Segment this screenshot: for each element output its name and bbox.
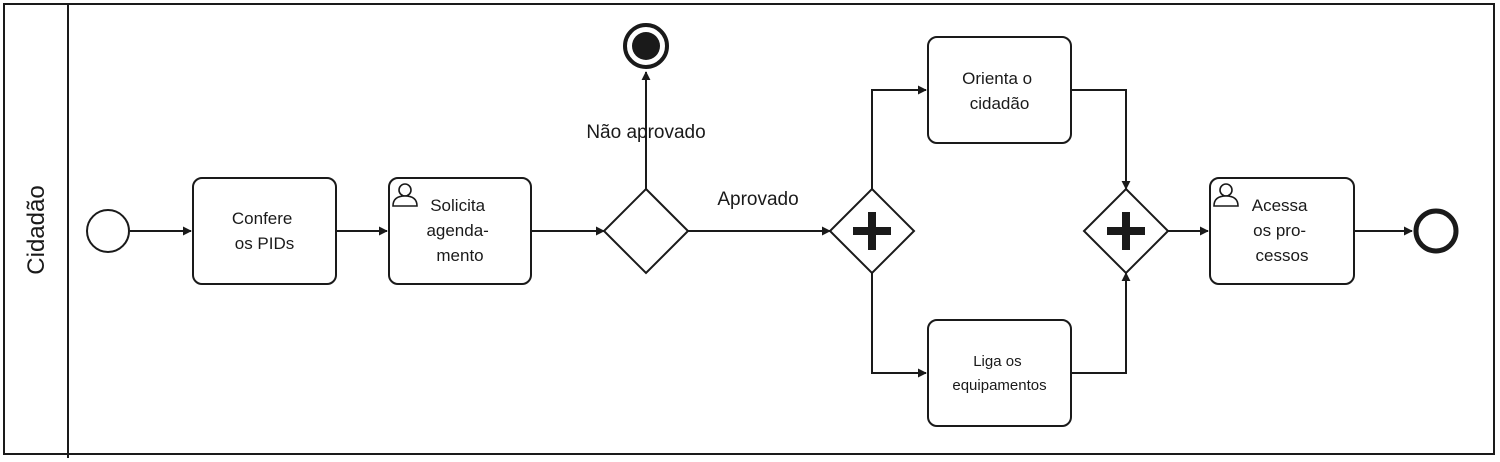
task-liga-equipamentos-label: Liga os equipamentos	[952, 353, 1046, 394]
flow-t4-to-join	[1071, 272, 1131, 374]
flow-fork-to-t4	[871, 273, 927, 378]
exclusive-gateway[interactable]	[602, 187, 690, 275]
start-event[interactable]	[86, 209, 130, 253]
lane-label: Cidadão	[23, 185, 50, 274]
user-icon	[392, 183, 418, 207]
parallel-gateway-fork[interactable]	[828, 187, 916, 275]
task-confere-pids-label: Confere os PIDs	[232, 209, 297, 253]
task-orienta-cidadao[interactable]: Orienta o cidadão	[927, 36, 1072, 144]
task-orienta-cidadao-label: Orienta o cidadão	[962, 69, 1037, 113]
flow-label-approved: Aprovado	[717, 189, 798, 210]
task-solicita-agendamento-label: Solicita agenda- mento	[426, 196, 493, 265]
user-icon	[1213, 183, 1239, 207]
end-event-rejected[interactable]	[623, 23, 669, 69]
plus-icon	[853, 212, 891, 250]
end-event[interactable]	[1413, 208, 1459, 254]
task-acessa-processos[interactable]: Acessa os pro- cessos	[1209, 177, 1355, 285]
task-confere-pids[interactable]: Confere os PIDs	[192, 177, 337, 285]
plus-icon	[1107, 212, 1145, 250]
task-liga-equipamentos[interactable]: Liga os equipamentos	[927, 319, 1072, 427]
flow-fork-to-t3	[871, 85, 927, 189]
task-acessa-processos-label: Acessa os pro- cessos	[1252, 196, 1312, 265]
parallel-gateway-join[interactable]	[1082, 187, 1170, 275]
flow-label-rejected: Não aprovado	[586, 122, 705, 143]
task-solicita-agendamento[interactable]: Solicita agenda- mento	[388, 177, 532, 285]
sequence-flows	[130, 71, 1413, 378]
flow-t3-to-join	[1071, 89, 1131, 190]
